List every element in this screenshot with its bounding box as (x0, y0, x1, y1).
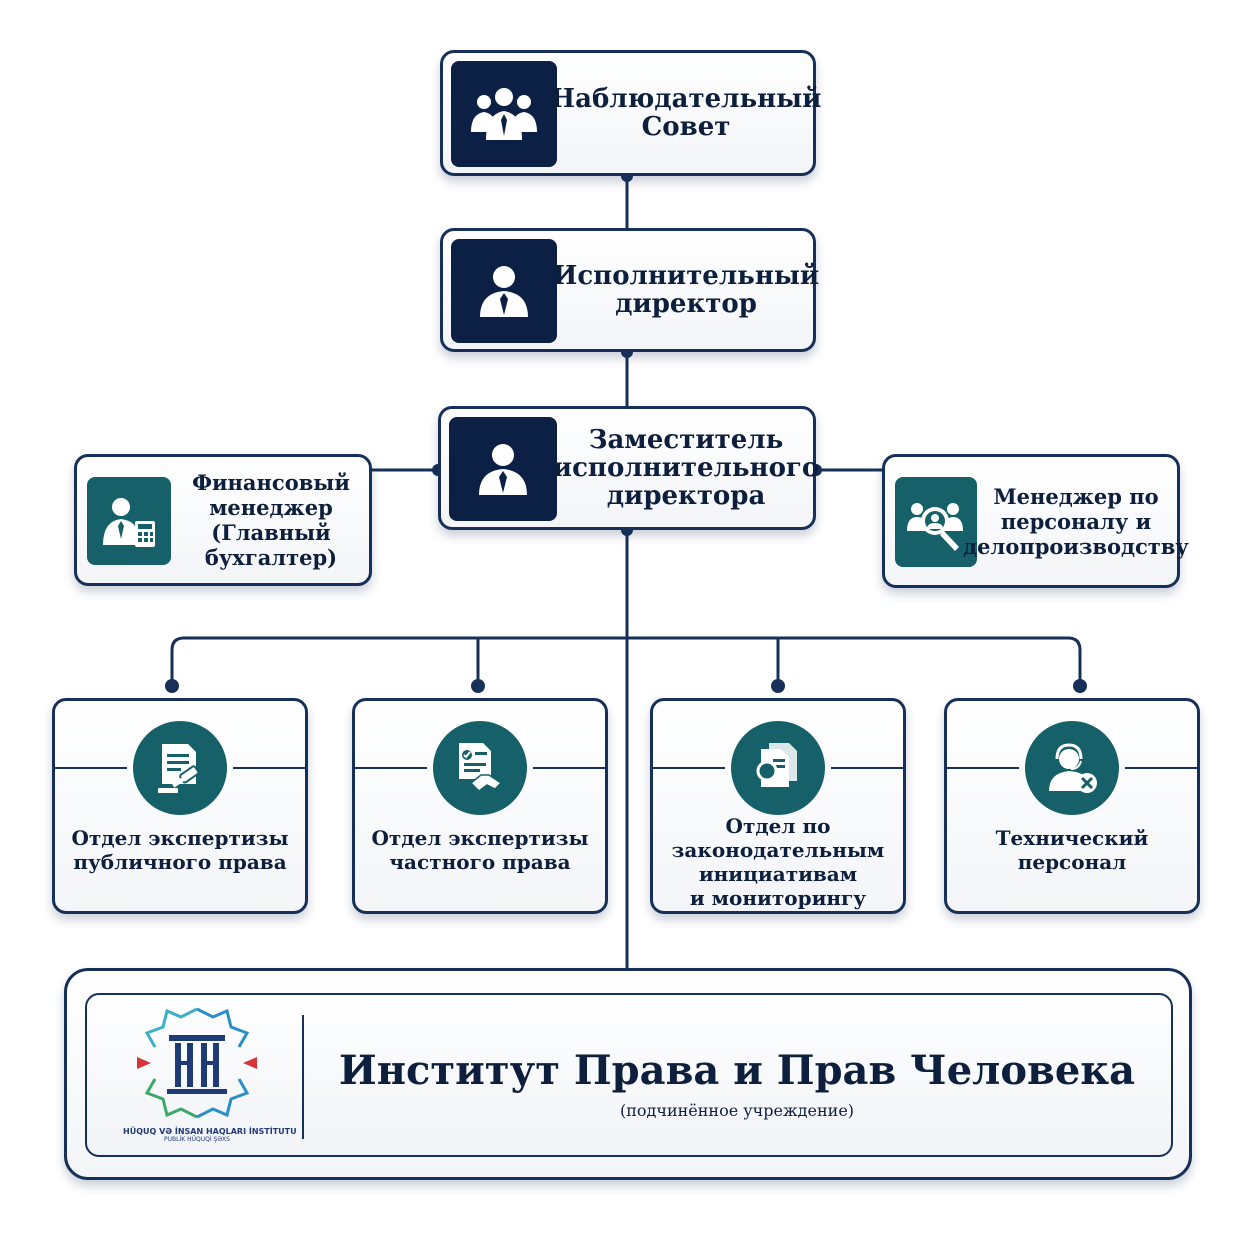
node-label: Заместитель исполнительного директора (552, 425, 820, 511)
divider (947, 767, 1019, 769)
logo-divider (302, 1015, 304, 1139)
connector-dot (771, 679, 785, 693)
connector-dot (471, 679, 485, 693)
node-finance-manager: Финансовый менеджер (Главный бухгалтер) (74, 454, 372, 586)
accountant-calculator-icon (87, 477, 171, 565)
connector-dot (1073, 679, 1087, 693)
people-search-icon (895, 477, 977, 567)
institute-subtitle: (подчинённое учреждение) (619, 1101, 855, 1120)
node-label: Менеджер по персоналу и делопроизводству (963, 483, 1189, 559)
node-supervisory-board: Наблюдательный Совет (440, 50, 822, 176)
logo-text-line1: HÜQUQ VƏ İNSAN HAQLARI İNSTİTUTU (123, 1127, 297, 1136)
magnifier-documents-icon (731, 721, 825, 815)
divider (233, 767, 305, 769)
institute-panel: HÜQUQ VƏ İNSAN HAQLARI İNSTİTUTU PUBLİK … (64, 968, 1192, 1180)
gavel-document-icon (133, 721, 227, 815)
dept-label: Отдел экспертизы частного права (371, 826, 589, 874)
connector-departments-bus (170, 636, 1082, 686)
dept-label: Отдел по законодательным инициативам и м… (671, 814, 885, 910)
dept-private-law: Отдел экспертизы частного права (352, 698, 608, 914)
divider (55, 767, 127, 769)
support-headset-icon (1025, 721, 1119, 815)
node-deputy-director: Заместитель исполнительного директора (438, 406, 820, 530)
group-people-icon (451, 61, 557, 167)
dept-legislative-monitoring: Отдел по законодательным инициативам и м… (650, 698, 906, 914)
institute-logo: HÜQUQ VƏ İNSAN HAQLARI İNSTİTUTU PUBLİK … (123, 1003, 297, 1153)
person-icon (451, 239, 557, 343)
node-label: Финансовый менеджер (Главный бухгалтер) (192, 470, 350, 570)
node-label: Наблюдательный Совет (550, 84, 822, 142)
dept-label: Технический персонал (995, 826, 1149, 874)
connector-dot (165, 679, 179, 693)
divider (1125, 767, 1197, 769)
person-icon (449, 417, 557, 521)
institute-emblem-icon (137, 1007, 257, 1119)
divider (355, 767, 427, 769)
divider (533, 767, 605, 769)
institute-inner-panel: HÜQUQ VƏ İNSAN HAQLARI İNSTİTUTU PUBLİK … (85, 993, 1173, 1157)
node-label: Исполнительный директор (552, 261, 820, 319)
dept-public-law: Отдел экспертизы публичного права (52, 698, 308, 914)
node-hr-manager: Менеджер по персоналу и делопроизводству (882, 454, 1189, 588)
logo-text-line2: PUBLİK HÜQUQİ ŞƏXS (164, 1136, 230, 1143)
divider (653, 767, 725, 769)
node-executive-director: Исполнительный директор (440, 228, 820, 352)
divider (831, 767, 903, 769)
handshake-document-icon (433, 721, 527, 815)
institute-title: Институт Права и Прав Человека (338, 1047, 1136, 1094)
dept-label: Отдел экспертизы публичного права (71, 826, 289, 874)
dept-technical-staff: Технический персонал (944, 698, 1200, 914)
